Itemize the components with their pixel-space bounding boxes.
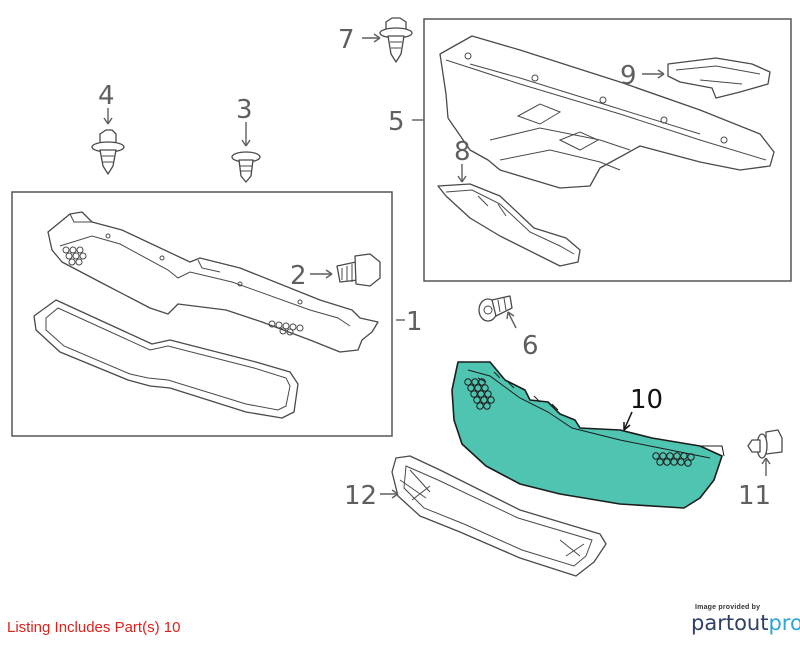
part-7-pushpin — [379, 17, 413, 63]
callout-10: 10 — [630, 385, 663, 415]
part-11-pushpin — [747, 429, 783, 459]
callout-4: 4 — [98, 81, 115, 111]
upper-grille-panel — [47, 211, 379, 353]
honeycomb-grille-left — [464, 378, 495, 410]
part-12-lower-bezel — [391, 455, 607, 577]
callout-7: 7 — [338, 25, 355, 55]
callout-3: 3 — [236, 95, 253, 125]
honeycomb-left — [62, 246, 87, 266]
brand-part-b: pro — [768, 611, 800, 635]
callout-12: 12 — [344, 481, 377, 511]
honeycomb-right — [268, 320, 304, 336]
part-9-bracket — [667, 57, 771, 99]
part-3-clip — [231, 151, 261, 183]
callout-1: 1 — [406, 307, 423, 337]
callout-6: 6 — [522, 331, 539, 361]
lower-trim-ring — [33, 299, 299, 419]
part-10-grille-highlighted — [451, 361, 725, 509]
part-8-deflector — [437, 183, 581, 267]
callout-9: 9 — [620, 61, 637, 91]
callout-5: 5 — [388, 107, 405, 137]
assembly-1-frame — [11, 191, 393, 437]
image-provided-by-text: Image provided by — [695, 604, 761, 611]
callout-11: 11 — [738, 481, 771, 511]
assembly-5-frame — [423, 18, 792, 282]
leader-lines — [103, 33, 771, 499]
honeycomb-grille-right — [652, 452, 695, 467]
part-4-pushpin — [91, 129, 125, 175]
callout-8: 8 — [454, 137, 471, 167]
image-credit: Image provided by partoutpro — [691, 604, 800, 635]
part-6-screw — [478, 295, 513, 322]
listing-includes-note: Listing Includes Part(s) 10 — [7, 619, 181, 636]
callout-2: 2 — [290, 261, 307, 291]
upper-tie-bar — [439, 35, 775, 189]
partoutpro-logo: partoutpro — [691, 611, 800, 635]
brand-part-a: partout — [691, 611, 769, 635]
part-2-screw — [336, 253, 381, 287]
